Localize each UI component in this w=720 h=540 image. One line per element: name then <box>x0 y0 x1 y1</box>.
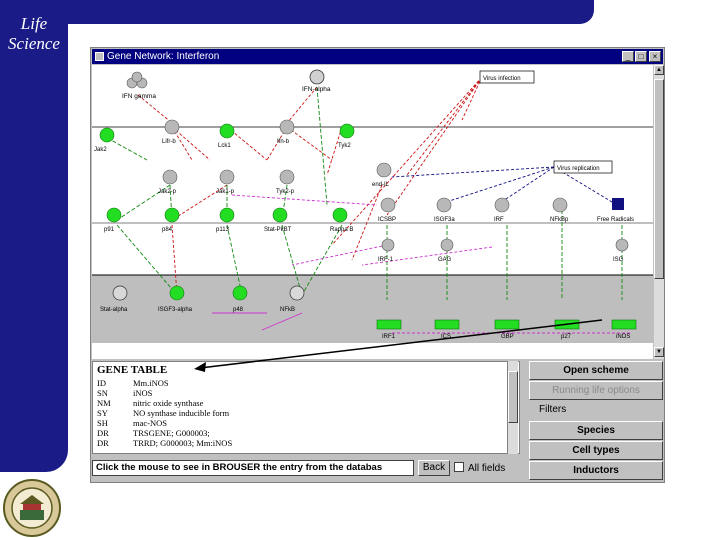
app-icon <box>95 52 104 61</box>
running-options-button[interactable]: Running life options <box>529 381 663 400</box>
cell-nucleus-band <box>92 275 653 343</box>
svg-text:p91: p91 <box>104 227 115 233</box>
svg-text:p113: p113 <box>216 227 230 233</box>
svg-text:IRF1: IRF1 <box>382 334 396 340</box>
network-canvas[interactable]: IFN gamma IFN-alpha Jak2 Lifr-b Lck1 Ifn… <box>92 65 653 359</box>
species-button[interactable]: Species <box>529 421 663 440</box>
node-ifn-gamma: IFN gamma <box>122 71 156 100</box>
window-title: Gene Network: Interferon <box>107 51 220 62</box>
svg-text:iNOS: iNOS <box>616 334 630 340</box>
svg-text:Rappa B: Rappa B <box>330 227 353 233</box>
svg-text:Jak1-p: Jak1-p <box>216 189 235 195</box>
gene-table-scroll-thumb[interactable] <box>508 371 518 423</box>
back-button[interactable]: Back <box>418 460 450 476</box>
svg-text:ISG: ISG <box>613 257 624 263</box>
svg-text:GAG: GAG <box>438 257 452 263</box>
filters-label: Filters <box>539 404 567 415</box>
slide-title-line-1: Life <box>20 14 48 33</box>
scroll-down-arrow-icon[interactable]: ▼ <box>654 347 664 357</box>
gene-table-title: GENE TABLE <box>97 364 168 376</box>
scroll-up-arrow-icon[interactable]: ▲ <box>654 65 664 75</box>
svg-text:p84: p84 <box>162 227 173 233</box>
svg-text:IRF-1: IRF-1 <box>378 257 394 263</box>
svg-text:IFN-alpha: IFN-alpha <box>302 86 331 93</box>
svg-text:IFN gamma: IFN gamma <box>122 93 156 100</box>
slide-title: Life Science <box>0 14 68 54</box>
close-button[interactable]: × <box>649 51 661 62</box>
svg-text:Lck1: Lck1 <box>218 143 231 149</box>
svg-text:end-IL: end-IL <box>372 182 390 188</box>
svg-text:Stat-alpha: Stat-alpha <box>100 307 128 313</box>
svg-text:Ifn-b: Ifn-b <box>277 139 290 145</box>
svg-text:Jak2: Jak2 <box>94 147 107 153</box>
svg-text:p48: p48 <box>233 307 244 313</box>
all-fields-label: All fields <box>468 463 506 474</box>
slide-topbar <box>60 0 594 24</box>
svg-text:Tyk2-p: Tyk2-p <box>276 189 295 195</box>
svg-text:NFkB: NFkB <box>280 307 295 313</box>
cell-types-button[interactable]: Cell types <box>529 441 663 460</box>
maximize-button[interactable]: □ <box>635 51 647 62</box>
svg-text:Stat-PkBT: Stat-PkBT <box>264 227 292 233</box>
svg-text:p27: p27 <box>561 334 572 340</box>
svg-text:Free Radicals: Free Radicals <box>597 217 634 223</box>
all-fields-checkbox[interactable] <box>454 462 464 472</box>
node-ifn-alpha: IFN-alpha <box>302 69 331 93</box>
svg-text:ISGF3a: ISGF3a <box>434 217 455 223</box>
all-fields-option[interactable]: All fields <box>454 462 505 475</box>
inductors-button[interactable]: Inductors <box>529 461 663 480</box>
svg-text:IRF: IRF <box>494 217 504 223</box>
status-hint-field[interactable]: Click the mouse to see in BROUSER the en… <box>92 460 414 476</box>
svg-text:NFkBp: NFkBp <box>550 217 569 223</box>
svg-text:Virus infection: Virus infection <box>483 76 521 82</box>
minimize-button[interactable]: _ <box>622 51 634 62</box>
slide-sidebar <box>0 0 68 472</box>
svg-text:Jak2-p: Jak2-p <box>158 189 177 195</box>
svg-text:ICSBP: ICSBP <box>378 217 396 223</box>
slide-title-line-2: Science <box>8 34 60 53</box>
network-diagram: IFN gamma IFN-alpha Jak2 Lifr-b Lck1 Ifn… <box>92 69 653 343</box>
svg-text:Lifr-b: Lifr-b <box>162 139 176 145</box>
canvas-vertical-scroll-thumb[interactable] <box>654 79 664 279</box>
svg-text:ISGF3-alpha: ISGF3-alpha <box>158 307 193 313</box>
gene-table-scrollbar[interactable] <box>507 361 518 454</box>
svg-text:GBP: GBP <box>501 334 514 340</box>
status-bar: Click the mouse to see in BROUSER the en… <box>92 457 522 479</box>
annotation-arrow <box>194 319 603 372</box>
svg-text:Virus replication: Virus replication <box>557 166 600 172</box>
window-titlebar[interactable]: Gene Network: Interferon _ □ × <box>92 49 663 64</box>
canvas-vertical-scrollbar[interactable]: ▲ ▼ <box>654 65 664 359</box>
gene-network-window: Gene Network: Interferon _ □ × <box>90 47 665 483</box>
open-scheme-button[interactable]: Open scheme <box>529 361 663 380</box>
svg-text:Tyk2: Tyk2 <box>338 143 351 149</box>
svg-text:ICS: ICS <box>441 334 451 340</box>
university-seal-logo <box>3 479 61 537</box>
